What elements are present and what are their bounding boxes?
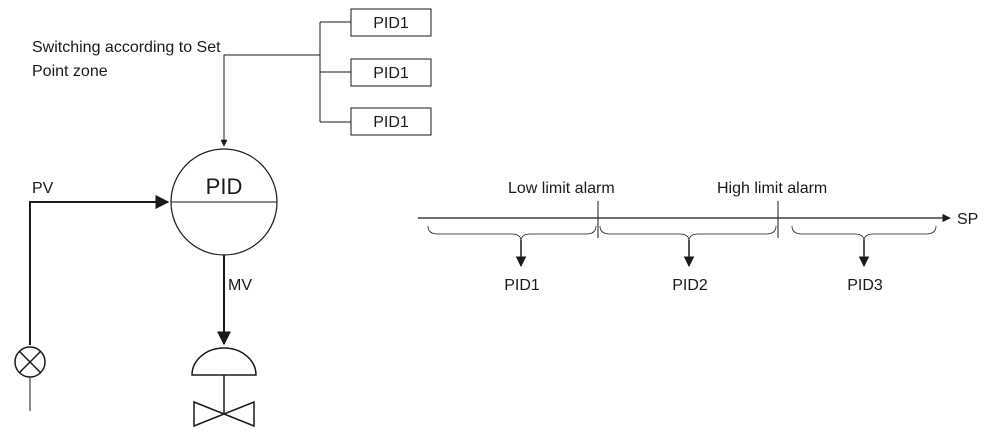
sp-axis-label: SP (957, 211, 978, 228)
control-valve-icon (193, 400, 255, 428)
switching-label-line1: Switching according to Set (32, 39, 221, 56)
pid-controller-label: PID (206, 174, 243, 199)
high-limit-alarm-label: High limit alarm (717, 180, 827, 197)
mv-label: MV (228, 277, 252, 294)
zone-label-pid1: PID1 (504, 277, 540, 294)
pv-signal-line (29, 195, 170, 345)
zone-label-pid3: PID3 (847, 277, 883, 294)
zone-label-pid2: PID2 (672, 277, 708, 294)
pid-controller: PID (170, 148, 278, 256)
crossed-circle-sensor-icon (14, 346, 46, 411)
zone-brace-2 (599, 225, 777, 268)
pid-box-2-label: PID1 (373, 65, 409, 82)
pid-box-3: PID1 (350, 107, 432, 136)
pv-label: PV (32, 180, 54, 197)
low-limit-alarm-label: Low limit alarm (508, 180, 615, 197)
pid-box-3-label: PID1 (373, 114, 409, 131)
selection-arrow (220, 54, 320, 147)
pid-box-bracket (319, 21, 351, 123)
zone-brace-1 (427, 225, 597, 268)
diaphragm-actuator-icon (191, 347, 257, 413)
pid-box-1: PID1 (350, 8, 432, 37)
switching-label-line2: Point zone (32, 63, 108, 80)
pid-box-1-label: PID1 (373, 15, 409, 32)
pid-box-2: PID1 (350, 58, 432, 87)
zone-brace-3 (791, 225, 937, 268)
